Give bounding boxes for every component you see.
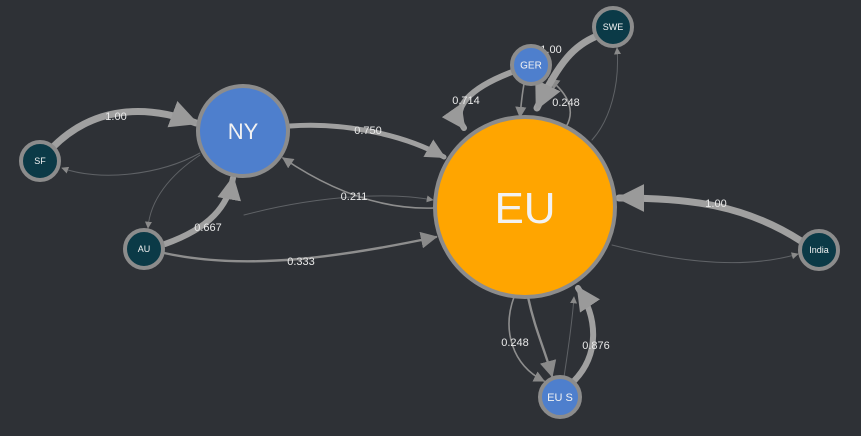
- edge-swe-to-ger[interactable]: [533, 32, 601, 112]
- edges-layer: [49, 32, 805, 385]
- edge-weight-label: 0.876: [582, 340, 610, 352]
- edge-weight-label: 0.248: [552, 97, 580, 109]
- node-india[interactable]: India: [798, 229, 840, 271]
- edge-eu-to-india[interactable]: [611, 244, 799, 264]
- edge-weight-label: 0.248: [501, 337, 529, 349]
- node-ny[interactable]: NY: [196, 84, 290, 178]
- edge-weight-label: 0.333: [287, 256, 315, 268]
- node-circle[interactable]: [592, 6, 634, 48]
- edge-au-to-eu[interactable]: [162, 231, 438, 263]
- node-circle[interactable]: [19, 140, 61, 182]
- node-label: SWE: [603, 22, 624, 32]
- node-label: EU: [494, 184, 555, 233]
- node-circle[interactable]: [538, 375, 582, 419]
- edge-india-to-eu[interactable]: [615, 184, 805, 245]
- edge-ger-to-eu[interactable]: [515, 83, 527, 119]
- edge-weight-label: 0.667: [194, 222, 222, 234]
- node-label: NY: [228, 119, 259, 144]
- node-label: EU S: [547, 392, 573, 404]
- node-label: AU: [138, 244, 151, 254]
- node-ger[interactable]: GER: [510, 44, 552, 86]
- node-eus[interactable]: EU S: [538, 375, 582, 419]
- node-circle[interactable]: [433, 115, 617, 299]
- node-eu[interactable]: EU: [433, 115, 617, 299]
- edge-weight-label: 1.00: [705, 198, 726, 210]
- edge-weight-label: 0.714: [452, 95, 480, 107]
- node-au[interactable]: AU: [123, 228, 165, 270]
- edge-eus-to-eu[interactable]: [563, 296, 578, 378]
- node-circle[interactable]: [798, 229, 840, 271]
- edge-weight-label: 1.00: [105, 111, 126, 123]
- edge-ny-to-au[interactable]: [144, 154, 201, 229]
- edge-eu-to-swe[interactable]: [591, 47, 621, 141]
- node-label: India: [809, 245, 829, 255]
- node-circle[interactable]: [510, 44, 552, 86]
- edge-au-to-ny[interactable]: [162, 175, 242, 247]
- edge-ger-to-eu[interactable]: [441, 69, 515, 131]
- node-swe[interactable]: SWE: [592, 6, 634, 48]
- edge-eus-to-eu[interactable]: [570, 285, 600, 385]
- edge-eu-to-eus[interactable]: [508, 296, 546, 382]
- edge-sf-to-ny[interactable]: [49, 101, 200, 151]
- node-circle[interactable]: [123, 228, 165, 270]
- edge-ny-to-sf[interactable]: [61, 152, 201, 176]
- node-circle[interactable]: [196, 84, 290, 178]
- edge-eu-to-eus[interactable]: [526, 295, 557, 378]
- nodes-layer: EU NY GER EU S SWE SF AU India: [19, 6, 840, 419]
- node-label: SF: [34, 156, 46, 166]
- edge-weight-label: 0.750: [354, 125, 382, 137]
- edge-au-to-eu[interactable]: [243, 195, 434, 216]
- node-label: GER: [520, 61, 542, 72]
- edge-ny-to-eu[interactable]: [287, 122, 447, 160]
- node-sf[interactable]: SF: [19, 140, 61, 182]
- edge-eu-to-ny[interactable]: [282, 157, 435, 209]
- edge-weight-label: 0.211: [341, 191, 368, 203]
